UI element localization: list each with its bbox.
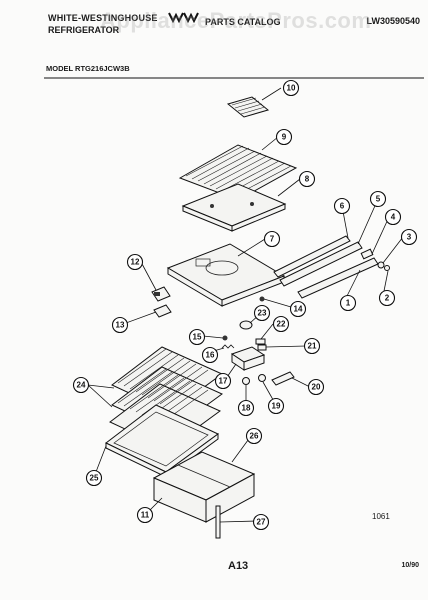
svg-text:24: 24 xyxy=(77,381,86,390)
part-1-rail xyxy=(297,257,379,299)
svg-text:21: 21 xyxy=(308,342,317,351)
svg-text:18: 18 xyxy=(242,404,251,413)
svg-text:1: 1 xyxy=(346,299,351,308)
callout-24: 24 xyxy=(72,376,90,394)
callout-4: 4 xyxy=(384,208,402,226)
callout-9: 9 xyxy=(275,128,293,146)
appliance-type: REFRIGERATOR xyxy=(48,25,120,35)
model-number: MODEL RTG216JCW3B xyxy=(46,64,130,73)
svg-text:15: 15 xyxy=(193,333,202,342)
part-16-spring xyxy=(221,344,235,349)
svg-text:4: 4 xyxy=(391,213,396,222)
part-8-cover-plate xyxy=(181,183,287,232)
part-21-clip xyxy=(257,344,267,351)
callout-20: 20 xyxy=(307,378,325,396)
part-18-ring xyxy=(242,377,250,385)
svg-text:19: 19 xyxy=(272,402,281,411)
callout-26: 26 xyxy=(245,427,263,445)
svg-text:9: 9 xyxy=(282,133,287,142)
part-14-screw xyxy=(259,296,265,302)
callout-27: 27 xyxy=(252,513,270,531)
callout-21: 21 xyxy=(303,337,321,355)
svg-text:5: 5 xyxy=(376,195,381,204)
part-27-pin xyxy=(215,505,221,539)
watermark: AppliancePartsPros.com xyxy=(100,8,372,33)
callout-8: 8 xyxy=(298,170,316,188)
svg-text:10: 10 xyxy=(287,84,296,93)
callout-7: 7 xyxy=(263,230,281,248)
svg-text:17: 17 xyxy=(219,377,228,386)
svg-text:6: 6 xyxy=(340,202,345,211)
callout-17: 17 xyxy=(214,372,232,390)
callout-15: 15 xyxy=(188,328,206,346)
callout-10: 10 xyxy=(282,79,300,97)
callout-22: 22 xyxy=(272,315,290,333)
part-4-rail-end xyxy=(360,248,374,260)
svg-text:13: 13 xyxy=(116,321,125,330)
revision-date: 10/90 xyxy=(401,562,419,569)
part-15-screw xyxy=(222,335,228,341)
part-23-knob xyxy=(239,320,253,330)
callout-5: 5 xyxy=(369,190,387,208)
callout-16: 16 xyxy=(201,346,219,364)
svg-text:20: 20 xyxy=(312,383,321,392)
svg-text:22: 22 xyxy=(277,320,286,329)
svg-text:11: 11 xyxy=(141,511,150,520)
part-22-clip xyxy=(255,338,266,345)
callout-2: 2 xyxy=(378,289,396,307)
part-3-screw xyxy=(377,261,385,269)
part-19-ring xyxy=(258,374,266,382)
svg-text:16: 16 xyxy=(206,351,215,360)
svg-text:2: 2 xyxy=(385,294,390,303)
part-12-bracket xyxy=(151,286,171,302)
callout-6: 6 xyxy=(333,197,351,215)
callout-3: 3 xyxy=(400,228,418,246)
part-2-screw xyxy=(384,265,390,271)
callout-12: 12 xyxy=(126,253,144,271)
callout-25: 25 xyxy=(85,469,103,487)
callout-18: 18 xyxy=(237,399,255,417)
callout-19: 19 xyxy=(267,397,285,415)
catalog-code: LW30590540 xyxy=(366,16,420,26)
part-13-bracket xyxy=(153,304,172,318)
part-17-control-box xyxy=(230,346,266,371)
callout-13: 13 xyxy=(111,316,129,334)
svg-text:25: 25 xyxy=(90,474,99,483)
white-westinghouse-logo-icon xyxy=(168,12,199,23)
callout-1: 1 xyxy=(339,294,357,312)
figure-number: 1061 xyxy=(372,512,390,521)
part-5-rail xyxy=(279,241,363,287)
svg-text:3: 3 xyxy=(407,233,412,242)
part-7-shelf-frame xyxy=(166,243,286,307)
svg-text:14: 14 xyxy=(294,305,303,314)
part-6-rail xyxy=(273,235,351,278)
svg-text:12: 12 xyxy=(131,258,140,267)
callout-23: 23 xyxy=(253,304,271,322)
part-10-vent-grille xyxy=(226,96,270,118)
svg-text:23: 23 xyxy=(258,309,267,318)
part-20-lens xyxy=(271,371,295,386)
catalog-title: PARTS CATALOG xyxy=(205,17,281,27)
page-number: A13 xyxy=(228,560,249,572)
svg-text:26: 26 xyxy=(250,432,259,441)
svg-text:8: 8 xyxy=(305,175,310,184)
callout-14: 14 xyxy=(289,300,307,318)
svg-text:7: 7 xyxy=(270,235,275,244)
callout-11: 11 xyxy=(136,506,154,524)
brand-name: WHITE-WESTINGHOUSE xyxy=(48,13,158,23)
svg-text:27: 27 xyxy=(257,518,266,527)
